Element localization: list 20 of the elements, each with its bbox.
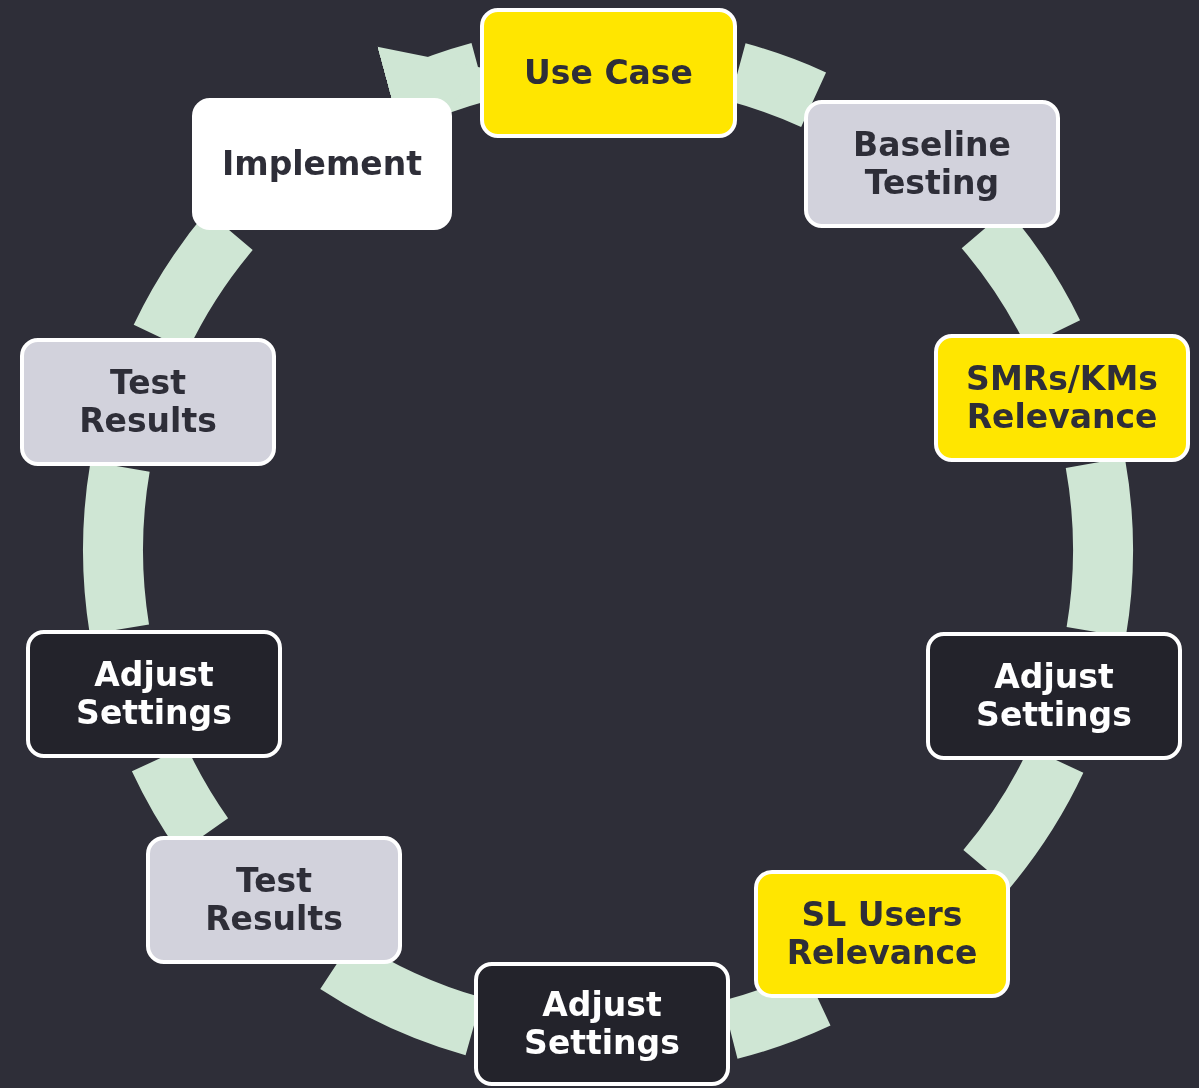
step-label: Adjust Settings — [75, 656, 233, 732]
process-box — [934, 334, 1190, 462]
process-box — [20, 338, 276, 466]
step-label: SMRs/KMs Relevance — [965, 360, 1159, 436]
process-box — [804, 100, 1060, 228]
step-label: Baseline Testing — [852, 126, 1012, 202]
step-label: SL Users Relevance — [785, 896, 979, 972]
step-label: Implement — [221, 145, 423, 183]
process-box — [146, 836, 402, 964]
step-label: Test Results — [204, 862, 344, 938]
process-box — [26, 630, 282, 758]
process-box — [192, 98, 452, 230]
process-box — [926, 632, 1182, 760]
process-box — [480, 8, 737, 138]
step-label: Adjust Settings — [975, 658, 1133, 734]
step-label: Use Case — [523, 54, 694, 92]
process-box — [474, 962, 730, 1086]
step-label: Test Results — [78, 364, 218, 440]
step-label: Adjust Settings — [523, 986, 681, 1062]
process-box — [754, 870, 1010, 998]
